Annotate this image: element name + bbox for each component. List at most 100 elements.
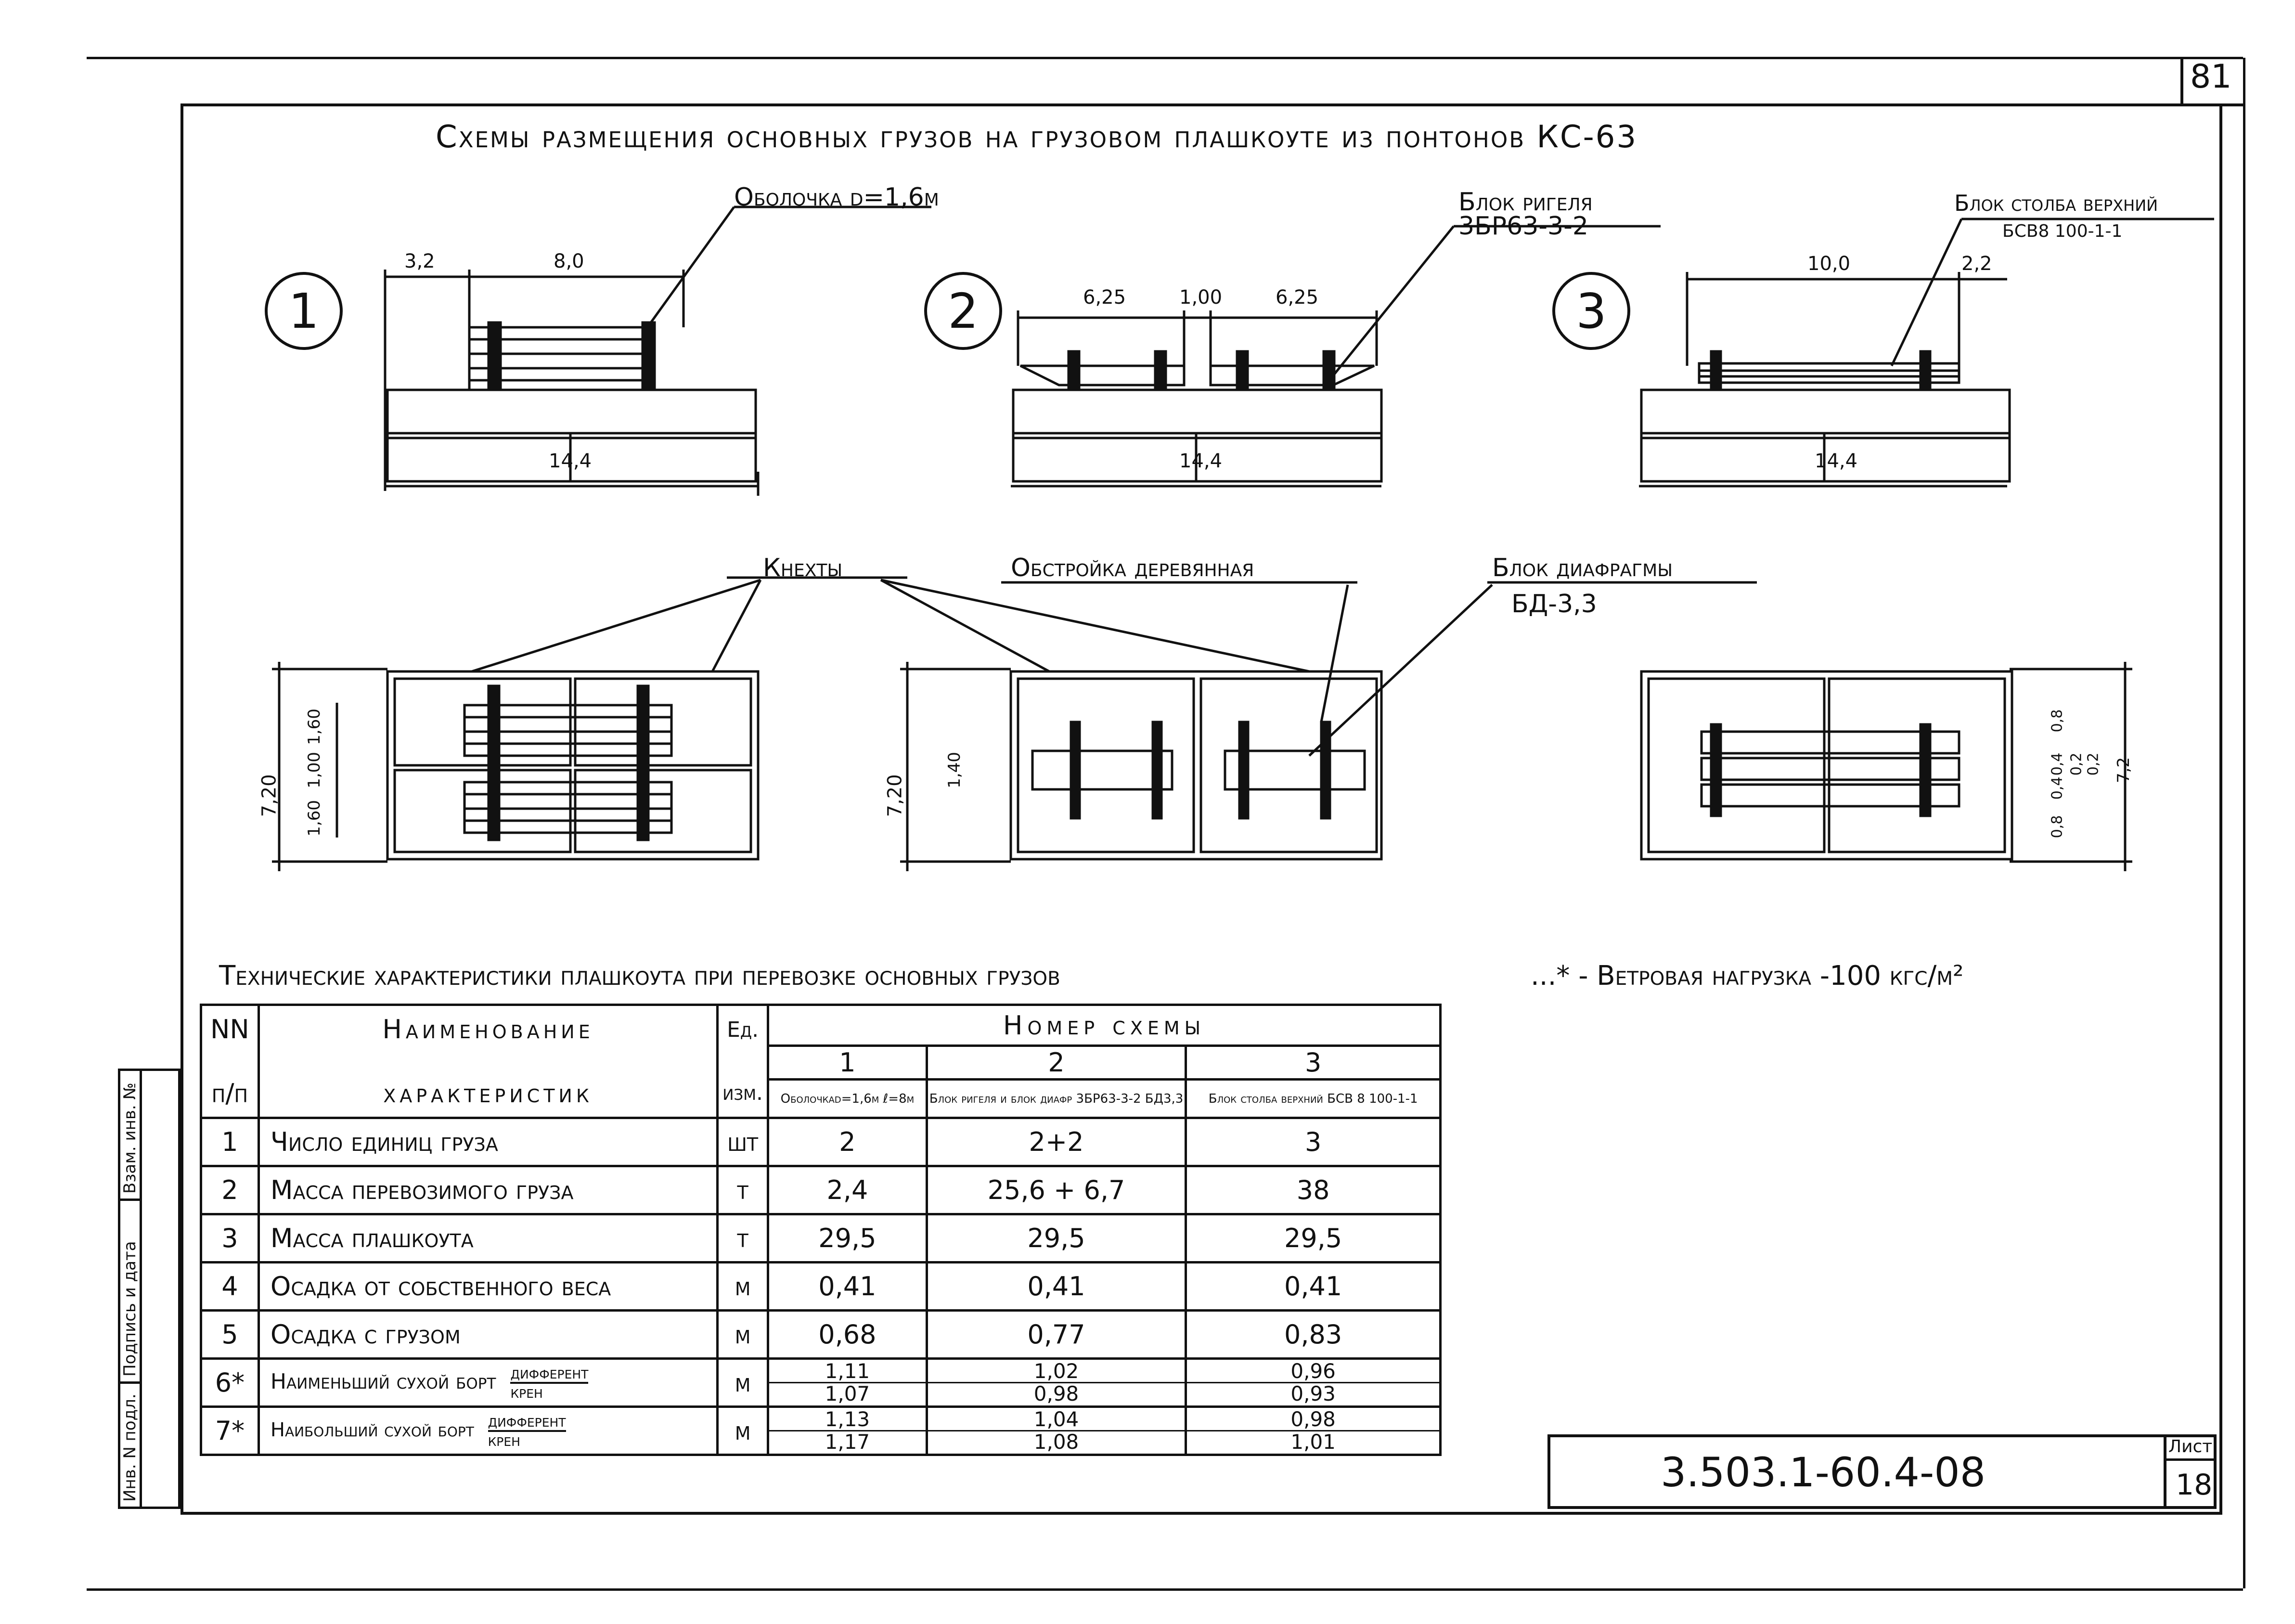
drawing-frame <box>181 103 2222 1515</box>
plan-3-dim-c: 0,2 <box>2068 752 2085 776</box>
row-2-name: Масса перевозимого груза <box>257 1165 719 1215</box>
hdr-name1: Наименование <box>382 1014 594 1044</box>
scheme-2-marker: 2 <box>924 272 1002 350</box>
row-4-value-2: 0,41 <box>925 1261 1187 1312</box>
row-6-name: Наименьший сухой борт <box>270 1369 496 1394</box>
pontoon-side-3 <box>1640 388 2011 439</box>
beam-cargo-2b <box>1209 364 1375 387</box>
row-5-value-2: 0,77 <box>925 1309 1187 1360</box>
table-row: 2 Масса перевозимого груза т 2,4 25,6 + … <box>200 1165 1442 1215</box>
row-6-unit: м <box>716 1357 770 1408</box>
bollards-label: Кнехты <box>763 554 843 582</box>
document-code: 3.503.1-60.4-08 <box>1661 1449 1986 1496</box>
hdr-name-cell: Наименование характеристик <box>257 1004 719 1119</box>
plan-2-dim-a: 1,40 <box>944 752 964 788</box>
row-4-value-1: 0,41 <box>767 1261 928 1312</box>
row-5-name: Осадка с грузом <box>257 1309 719 1360</box>
row-5-unit: м <box>716 1309 770 1360</box>
scheme-2-dim-c: 6,25 <box>1276 286 1319 309</box>
row-7-top-1: 1,13 <box>769 1408 926 1431</box>
row-2-value-1: 2,4 <box>767 1165 928 1215</box>
scheme-2-cargo-label: Блок ригеля <box>1458 188 1593 217</box>
row-7-unit: м <box>716 1405 770 1456</box>
row-6-frac-top: дифферент <box>510 1363 589 1384</box>
side-label-inv: Инв. N подл. <box>120 1393 140 1502</box>
sheet-number: 18 <box>2176 1468 2213 1502</box>
scheme-1-cargo-label: Оболочка d=1,6м <box>734 183 939 212</box>
scheme-3-cargo-code: БСВ8 100-1-1 <box>2002 221 2123 241</box>
diaphragm-label: Блок диафрагмы <box>1492 554 1673 582</box>
row-4-name: Осадка от собственного веса <box>257 1261 719 1312</box>
side-stamp-sep-1 <box>118 1199 142 1201</box>
row-3-value-1: 29,5 <box>767 1213 928 1263</box>
row-6-bot-3: 0,93 <box>1290 1382 1336 1405</box>
plan-3-dim-f: 0,8 <box>2049 815 2066 838</box>
hdr-number-cell: NN п/п <box>200 1004 260 1119</box>
scheme-3-dim-b: 2,2 <box>1961 253 1992 275</box>
page-number-box <box>2180 57 2245 106</box>
row-1-name: Число единиц груза <box>257 1117 719 1167</box>
plan-1-width: 7,20 <box>258 774 281 817</box>
row-7-name: Наибольший сухой борт <box>270 1418 474 1441</box>
row-7-top-2: 1,04 <box>928 1408 1185 1431</box>
hdr-name2: характеристик <box>383 1078 593 1108</box>
title-block <box>1547 1434 2217 1509</box>
scheme-2-dim-b: 1,00 <box>1179 286 1223 309</box>
row-7-bot-2: 1,08 <box>1033 1430 1079 1454</box>
scheme-3-dim-a: 10,0 <box>1807 253 1851 275</box>
row-7-bot-3: 1,01 <box>1290 1430 1336 1454</box>
scheme-1-dim-a: 3,2 <box>404 250 435 272</box>
row-3-value-3: 29,5 <box>1185 1213 1442 1263</box>
diaphragm-code: БД-3,3 <box>1511 590 1597 619</box>
table-row: 4 Осадка от собственного веса м 0,41 0,4… <box>200 1261 1442 1312</box>
col-number-1: 1 <box>767 1044 928 1081</box>
pontoon-side-1 <box>386 388 757 439</box>
side-label-sign: Подпись и дата <box>120 1241 140 1377</box>
row-7-number: 7* <box>200 1405 260 1456</box>
row-6-top-1: 1,11 <box>769 1360 926 1383</box>
hdr-scheme: Номер схемы <box>767 1004 1442 1047</box>
row-1-value-2: 2+2 <box>925 1117 1187 1167</box>
side-stamp-divider <box>140 1069 142 1509</box>
row-3-value-2: 29,5 <box>925 1213 1187 1263</box>
row-7-top-3: 0,98 <box>1187 1408 1439 1431</box>
row-2-value-3: 38 <box>1185 1165 1442 1215</box>
col-number-3: 3 <box>1185 1044 1442 1081</box>
plan-3-dim-d: 0,2 <box>2085 752 2102 776</box>
scheme-2-total: 14,4 <box>1179 450 1223 472</box>
table-row: 3 Масса плашкоута т 29,5 29,5 29,5 <box>200 1213 1442 1263</box>
scheme-1-marker: 1 <box>265 272 343 350</box>
plan-3-dim-a: 0,8 <box>2049 709 2066 733</box>
row-4-number: 4 <box>200 1261 260 1312</box>
side-stamp-box <box>118 1069 181 1509</box>
row-2-unit: т <box>716 1165 770 1215</box>
plan-2-width: 7,20 <box>884 774 906 817</box>
row-1-unit: шт <box>716 1117 770 1167</box>
row-1-value-3: 3 <box>1185 1117 1442 1167</box>
spec-table: NN п/п Наименование характеристик Ед. из… <box>200 1004 1442 1456</box>
row-5-value-1: 0,68 <box>767 1309 928 1360</box>
hdr-nn: NN <box>210 1014 249 1044</box>
page-number: 81 <box>2190 58 2232 96</box>
column-plan-3b <box>1700 757 1960 781</box>
row-2-value-2: 25,6 + 6,7 <box>925 1165 1187 1215</box>
wind-note: ...* - Ветровая нагрузка -100 кгс/м² <box>1531 960 1964 992</box>
sheet-box <box>2164 1434 2217 1509</box>
pontoon-plan-1 <box>386 670 760 861</box>
sheet-label: Лист <box>2168 1437 2213 1456</box>
plan-3-dim-b: 0,4 <box>2049 752 2066 776</box>
scheme-3-total: 14,4 <box>1815 450 1858 472</box>
beam-cargo-2a <box>1019 364 1186 387</box>
row-6-frac-bot: крен <box>510 1382 543 1402</box>
row-6-bot-1: 1,07 <box>825 1382 870 1405</box>
bottom-border-line <box>87 1588 2243 1591</box>
row-5-value-3: 0,83 <box>1185 1309 1442 1360</box>
